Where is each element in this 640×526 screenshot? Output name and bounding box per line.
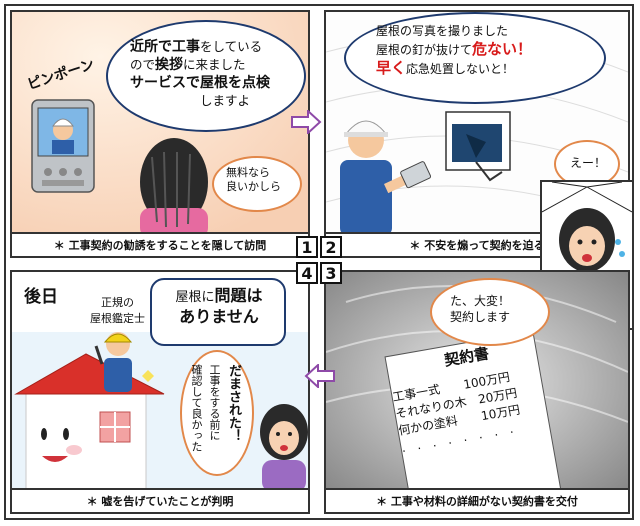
panel-2: 屋根の写真を撮りました 屋根の釘が抜けて危ない！ 早く応急処置しないと！ えー！… bbox=[324, 10, 630, 258]
panel-number-3: 3 bbox=[320, 262, 342, 284]
relieved-woman-figure bbox=[260, 404, 308, 492]
speech-bubble-small bbox=[212, 156, 302, 212]
speech-bubble-main-text: 近所で工事をしている ので挨拶に来ました サービスで屋根を点検 しますよ bbox=[130, 39, 270, 108]
intercom-icon bbox=[31, 99, 95, 193]
roof-photo bbox=[445, 111, 511, 182]
thought-bubble bbox=[180, 350, 254, 476]
woman-back-figure bbox=[140, 138, 208, 236]
panel-number-4: 4 bbox=[296, 262, 318, 284]
speech-bubble-agree bbox=[430, 278, 550, 346]
contract-paper bbox=[384, 330, 562, 492]
reaction-text: えー！ bbox=[570, 156, 607, 170]
inspector-figure bbox=[94, 332, 154, 392]
panel-4: 後日 正規の 屋根鑑定士 屋根に問題は ありません だまされた！ 工事をする前に… bbox=[10, 270, 310, 514]
speech-bubble-result bbox=[150, 278, 286, 346]
speech-bubble-warning-text: 屋根の写真を撮りました 屋根の釘が抜けて危ない！ 早く応急処置しないと！ bbox=[376, 24, 533, 78]
panel-3: た、大変！ 契約します 契約書 工事一式 100万円 それなりの木 20万円 何… bbox=[324, 270, 630, 514]
panel-1-caption: ＊ 工事契約の勧誘をすることを隠して訪問 bbox=[12, 232, 308, 256]
thought-bubble-text: だまされた！ 工事をする前に 確認して良かった bbox=[190, 364, 241, 452]
panel-number-1: 1 bbox=[296, 236, 318, 258]
speech-bubble-warning bbox=[344, 12, 606, 104]
panel-4-art bbox=[12, 272, 308, 492]
panel-3-caption: ＊ 工事や材料の詳細がない契約書を交付 bbox=[326, 488, 628, 512]
panel-1: ピンポーン 近所で工事をしている ので挨拶に来ました サービスで屋根を点検 しま… bbox=[10, 10, 310, 258]
speech-bubble-small-text: 無料なら 良いかしら bbox=[226, 166, 281, 194]
later-title: 後日 bbox=[24, 287, 58, 307]
speech-bubble-main bbox=[106, 20, 306, 132]
panel-number-2: 2 bbox=[320, 236, 342, 258]
arrow-left-icon bbox=[304, 364, 335, 388]
panel-4-caption: ＊ 嘘を告げていたことが判明 bbox=[12, 488, 308, 512]
inspector-label: 正規の 屋根鑑定士 bbox=[90, 296, 145, 325]
worker-figure bbox=[340, 120, 432, 236]
speech-bubble-agree-text: た、大変！ 契約します bbox=[450, 294, 511, 324]
arrow-right-icon bbox=[291, 110, 322, 134]
speech-bubble-result-text: 屋根に問題は ありません bbox=[175, 286, 263, 326]
